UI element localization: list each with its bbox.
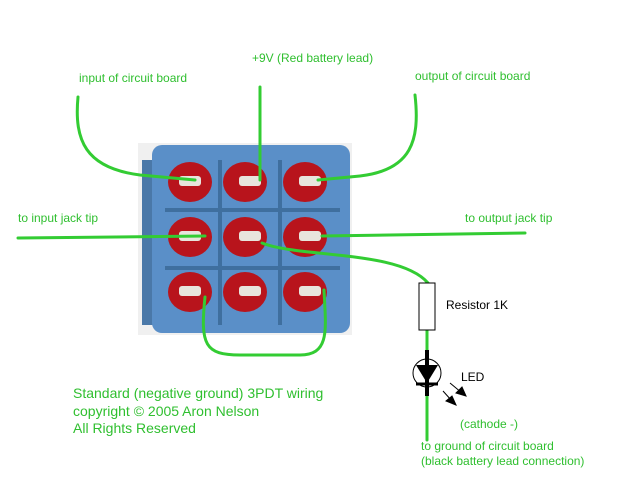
wire-jumper bbox=[201, 288, 327, 357]
lug-tab bbox=[239, 286, 261, 296]
label-resistor: Resistor 1K bbox=[446, 298, 508, 312]
wire-led-supply bbox=[260, 241, 430, 285]
caption-rights: All Rights Reserved bbox=[73, 420, 196, 436]
label-ground-1: to ground of circuit board bbox=[421, 439, 554, 453]
label-led: LED bbox=[461, 370, 485, 384]
lug-tab bbox=[299, 286, 321, 296]
lug-tab bbox=[239, 231, 261, 241]
lug-tab bbox=[299, 176, 321, 186]
led-symbol bbox=[412, 350, 467, 406]
label-ground-2: (black battery lead connection) bbox=[421, 454, 584, 468]
label-9v: +9V (Red battery lead) bbox=[252, 51, 373, 65]
label-output-jack: to output jack tip bbox=[465, 211, 553, 225]
label-input-jack: to input jack tip bbox=[18, 211, 98, 225]
wire-output-jack bbox=[320, 231, 527, 238]
lug-tab bbox=[299, 231, 321, 241]
caption-title: Standard (negative ground) 3PDT wiring bbox=[73, 385, 323, 401]
wire-input-jack bbox=[16, 234, 207, 240]
wire-output-board bbox=[316, 93, 418, 182]
light-arrows-icon bbox=[442, 382, 467, 406]
label-output-board: output of circuit board bbox=[415, 69, 530, 83]
lug-tab bbox=[179, 286, 201, 296]
label-input-board: input of circuit board bbox=[79, 71, 187, 85]
wire-input-board bbox=[75, 95, 197, 182]
label-cathode: (cathode -) bbox=[460, 417, 518, 431]
3pdt-switch bbox=[138, 143, 352, 335]
caption-copyright: copyright © 2005 Aron Nelson bbox=[73, 403, 259, 419]
lug-tab bbox=[239, 176, 261, 186]
resistor bbox=[418, 282, 436, 331]
